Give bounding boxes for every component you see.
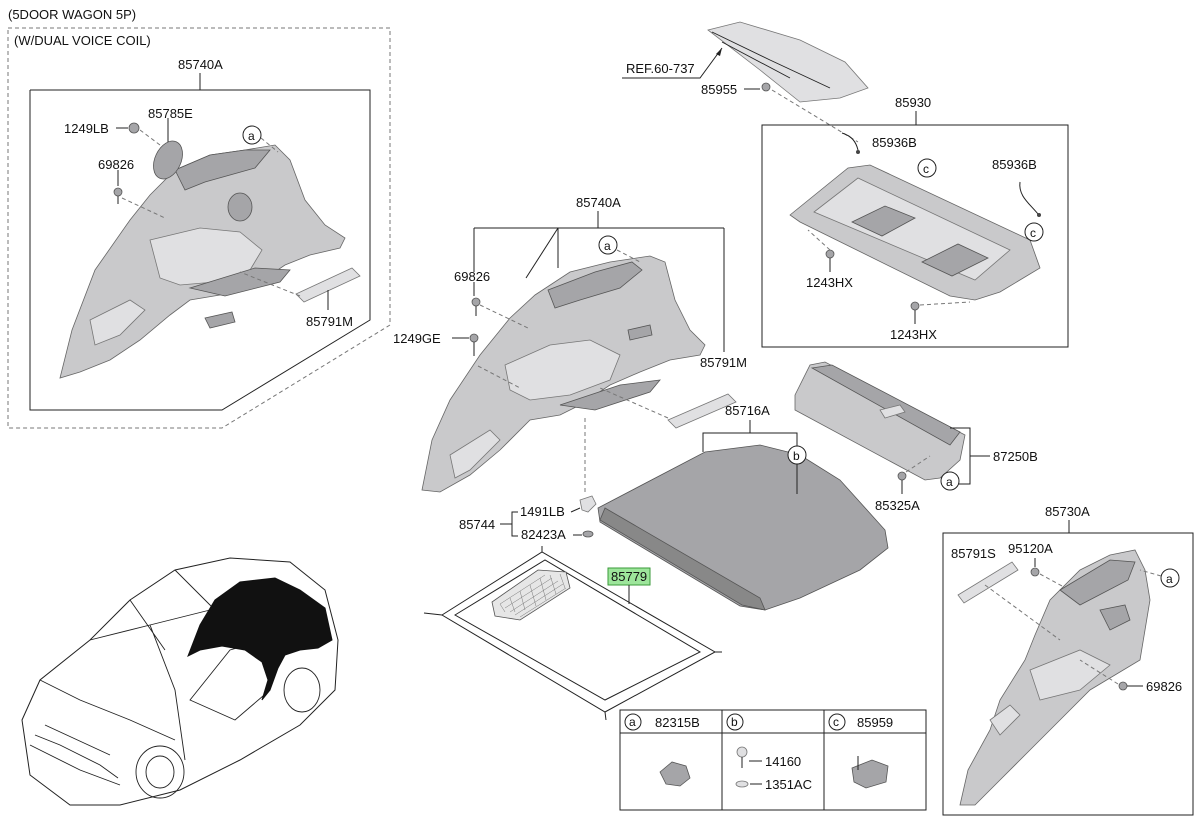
luggage-floor-85716a (597, 444, 889, 611)
part-85785E: 85785E (148, 106, 193, 121)
bracket-85791s (957, 561, 1019, 604)
part-85955: 85955 (701, 82, 737, 97)
legend-ref-b-text: b (731, 715, 738, 729)
sill-trim-87250b (794, 361, 966, 481)
sill-trim-group: 87250B a 85325A (794, 361, 1038, 513)
legend-ref-b (726, 713, 744, 731)
floor-assembly-label: 85716A (725, 403, 770, 418)
legend-ref-c-text: c (833, 715, 839, 729)
ref-a-center-text: a (604, 239, 611, 253)
clip-69826-left: 69826 (98, 157, 166, 219)
ref-legend-table: a 82315B b 14160 1351AC c 85959 (619, 709, 927, 811)
part-1249LB: 1249LB (64, 121, 109, 136)
bolt-85325a (897, 471, 907, 481)
part-85791M-center: 85791M (700, 355, 747, 370)
body-type-label: (5DOOR WAGON 5P) (8, 7, 136, 22)
ref-a-sill (940, 471, 960, 491)
part-1491LB: 1491LB (520, 504, 565, 519)
part-85791M-left: 85791M (306, 314, 353, 329)
center-assembly-label: 85740A (576, 195, 621, 210)
part-1243HX-2: 1243HX (890, 327, 937, 342)
bolt-85955 (761, 82, 771, 92)
cargo-net-85779 (441, 551, 717, 713)
part-69826-center: 69826 (454, 269, 490, 284)
cargo-net-group: 85779 (423, 546, 722, 721)
string-85936b-right (1019, 181, 1039, 215)
clip-1491lb (579, 495, 597, 513)
ref-a-right (1160, 568, 1180, 588)
ref-note: REF.60-737 (626, 61, 695, 76)
legend-ref-a (624, 713, 642, 731)
legend-ref-c (828, 713, 846, 731)
clip-69826-right (1118, 681, 1128, 691)
part-85936B-right: 85936B (992, 157, 1037, 172)
clip-95120a (1030, 567, 1040, 577)
shelf-assembly-label: 85930 (895, 95, 931, 110)
ref-c-right (1024, 222, 1044, 242)
bracket-85791m-left: 85791M (239, 267, 361, 329)
package-tray-group: REF.60-737 85955 85930 85936B 85936B c c (622, 21, 1069, 348)
screw-1243hx-2 (910, 301, 920, 311)
ref-a-left (242, 125, 262, 145)
legend-washer-1351ac (735, 780, 749, 788)
ref-a-left-text: a (248, 129, 255, 143)
screw-1249ge: 1249GE (393, 331, 521, 389)
center-quarter-trim-group: 85740A a 69826 1249GE (393, 195, 747, 493)
speaker-grille: 85785E (148, 106, 193, 180)
part-1243HX-1: 1243HX (806, 275, 853, 290)
ref-c-right-text: c (1030, 226, 1036, 240)
legend-clip-82315b (659, 761, 691, 787)
misc-assembly-label: 85744 (459, 517, 495, 532)
part-1249GE: 1249GE (393, 331, 441, 346)
part-85791S: 85791S (951, 546, 996, 561)
legend-part-14160: 14160 (765, 754, 801, 769)
clip-69826-center: 69826 (454, 269, 529, 329)
part-95120A: 95120A (1008, 541, 1053, 556)
dual-voice-coil-panel: (W/DUAL VOICE COIL) 85740A 85785E 1249LB (7, 27, 391, 429)
legend-part-82315B: 82315B (655, 715, 700, 730)
string-85936b-top (841, 132, 859, 151)
ref-a-sill-text: a (946, 475, 953, 489)
legend-part-1351AC: 1351AC (765, 777, 812, 792)
legend-part-85959: 85959 (857, 715, 893, 730)
screw-1243hx-1 (825, 249, 835, 259)
luggage-floor-group: 85716A b (597, 403, 889, 611)
part-85936B-top: 85936B (872, 135, 917, 150)
part-69826-right: 69826 (1146, 679, 1182, 694)
left-assembly-label: 85740A (178, 57, 223, 72)
ref-c-top-text: c (923, 162, 929, 176)
ref-c-top (917, 158, 937, 178)
part-82423A: 82423A (521, 527, 566, 542)
part-69826-left: 69826 (98, 157, 134, 172)
legend-holder-85959 (851, 759, 889, 789)
bracket-85791m-center: 85791M (599, 355, 747, 429)
tailgate-ref-part (707, 21, 869, 103)
part-85325A: 85325A (875, 498, 920, 513)
sill-assembly-label: 87250B (993, 449, 1038, 464)
misc-parts-85744: 1491LB 82423A 85744 (459, 495, 597, 542)
right-assembly-label: 85730A (1045, 504, 1090, 519)
option-label: (W/DUAL VOICE COIL) (14, 33, 151, 48)
legend-screw-14160 (736, 746, 748, 758)
screw-1249lb: 1249LB (64, 121, 161, 146)
ref-b-floor-text: b (793, 449, 800, 463)
trunk-area-highlight (187, 577, 333, 701)
legend-ref-a-text: a (629, 715, 636, 729)
right-quarter-trim-group: 85730A 85791S 95120A a 69826 (942, 504, 1194, 816)
ref-a-right-text: a (1166, 572, 1173, 586)
ref-a-center (598, 235, 618, 255)
part-85779: 85779 (611, 569, 647, 584)
washer-82423a (582, 530, 594, 538)
left-quarter-trim-panel (59, 144, 346, 379)
vehicle-illustration (21, 557, 339, 806)
